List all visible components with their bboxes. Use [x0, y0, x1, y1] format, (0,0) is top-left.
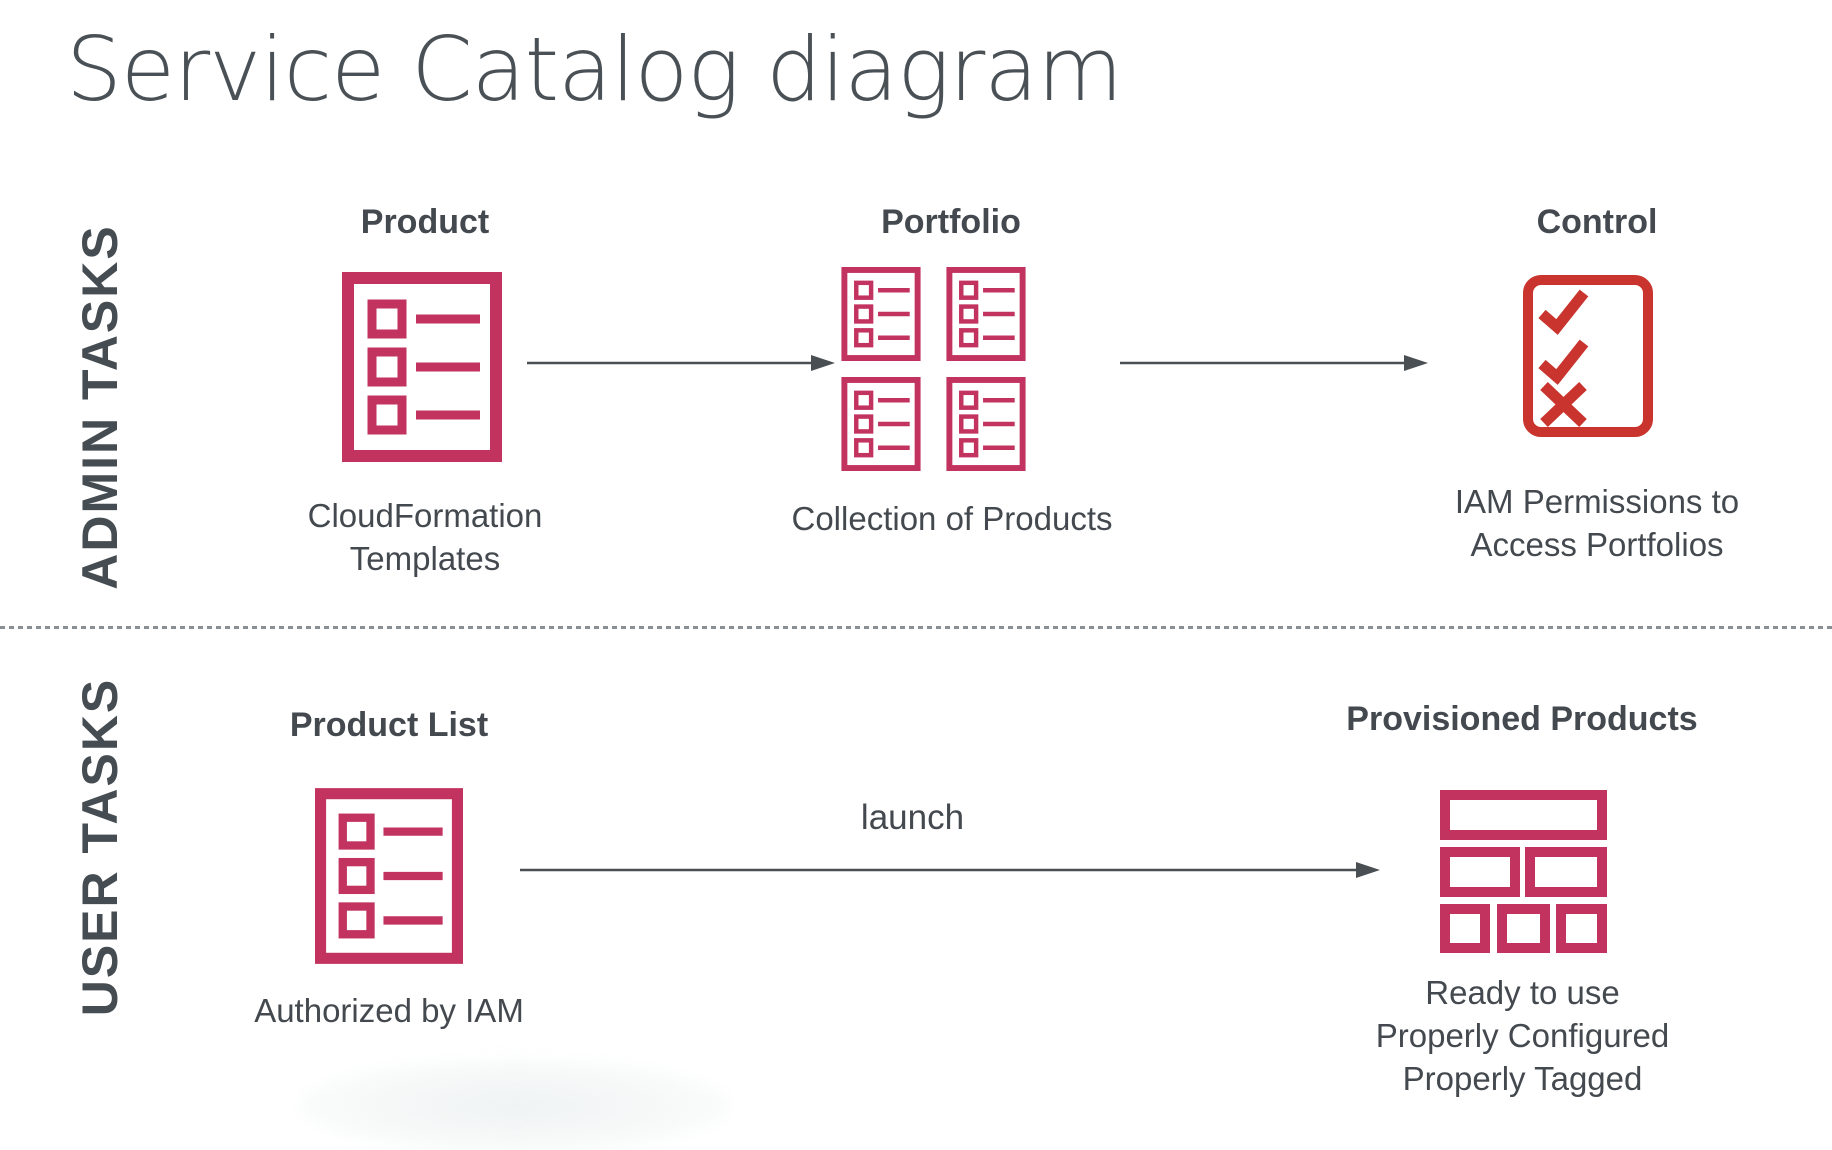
portfolio-caption: Collection of Products	[791, 500, 1113, 537]
portfolio-list-document-icon	[840, 267, 922, 361]
provisioned-stacked-blocks-icon	[1440, 790, 1607, 953]
faint-erased-smudge	[300, 1058, 730, 1150]
product-caption: CloudFormation Templates	[307, 497, 543, 577]
portfolio-list-document-icon	[945, 267, 1027, 361]
product-list-caption: Authorized by IAM	[254, 992, 524, 1029]
product-list-heading: Product List	[289, 706, 489, 744]
dashed-divider	[0, 626, 1832, 629]
provisioned-products-heading: Provisioned Products	[1346, 700, 1698, 738]
product-list-document-icon	[342, 272, 502, 462]
arrow-portfolio-to-control	[1118, 351, 1428, 375]
product-list-document-icon	[315, 780, 463, 972]
provisioned-products-caption: Ready to use Properly Configured Properl…	[1375, 974, 1670, 1097]
control-caption: IAM Permissions to Access Portfolios	[1454, 483, 1740, 563]
arrow-launch	[518, 858, 1380, 882]
product-heading: Product	[360, 203, 490, 241]
portfolio-list-document-icon	[945, 377, 1027, 471]
portfolio-list-document-icon	[840, 377, 922, 471]
launch-label: launch	[860, 798, 965, 837]
user-tasks-label: USER TASKS	[72, 677, 128, 1017]
arrow-product-to-portfolio	[525, 351, 835, 375]
control-checklist-icon	[1523, 275, 1653, 437]
portfolio-heading: Portfolio	[881, 203, 1021, 241]
control-heading: Control	[1536, 203, 1658, 241]
admin-tasks-label: ADMIN TASKS	[72, 224, 128, 590]
page-title: Service Catalog diagram	[66, 18, 1123, 121]
